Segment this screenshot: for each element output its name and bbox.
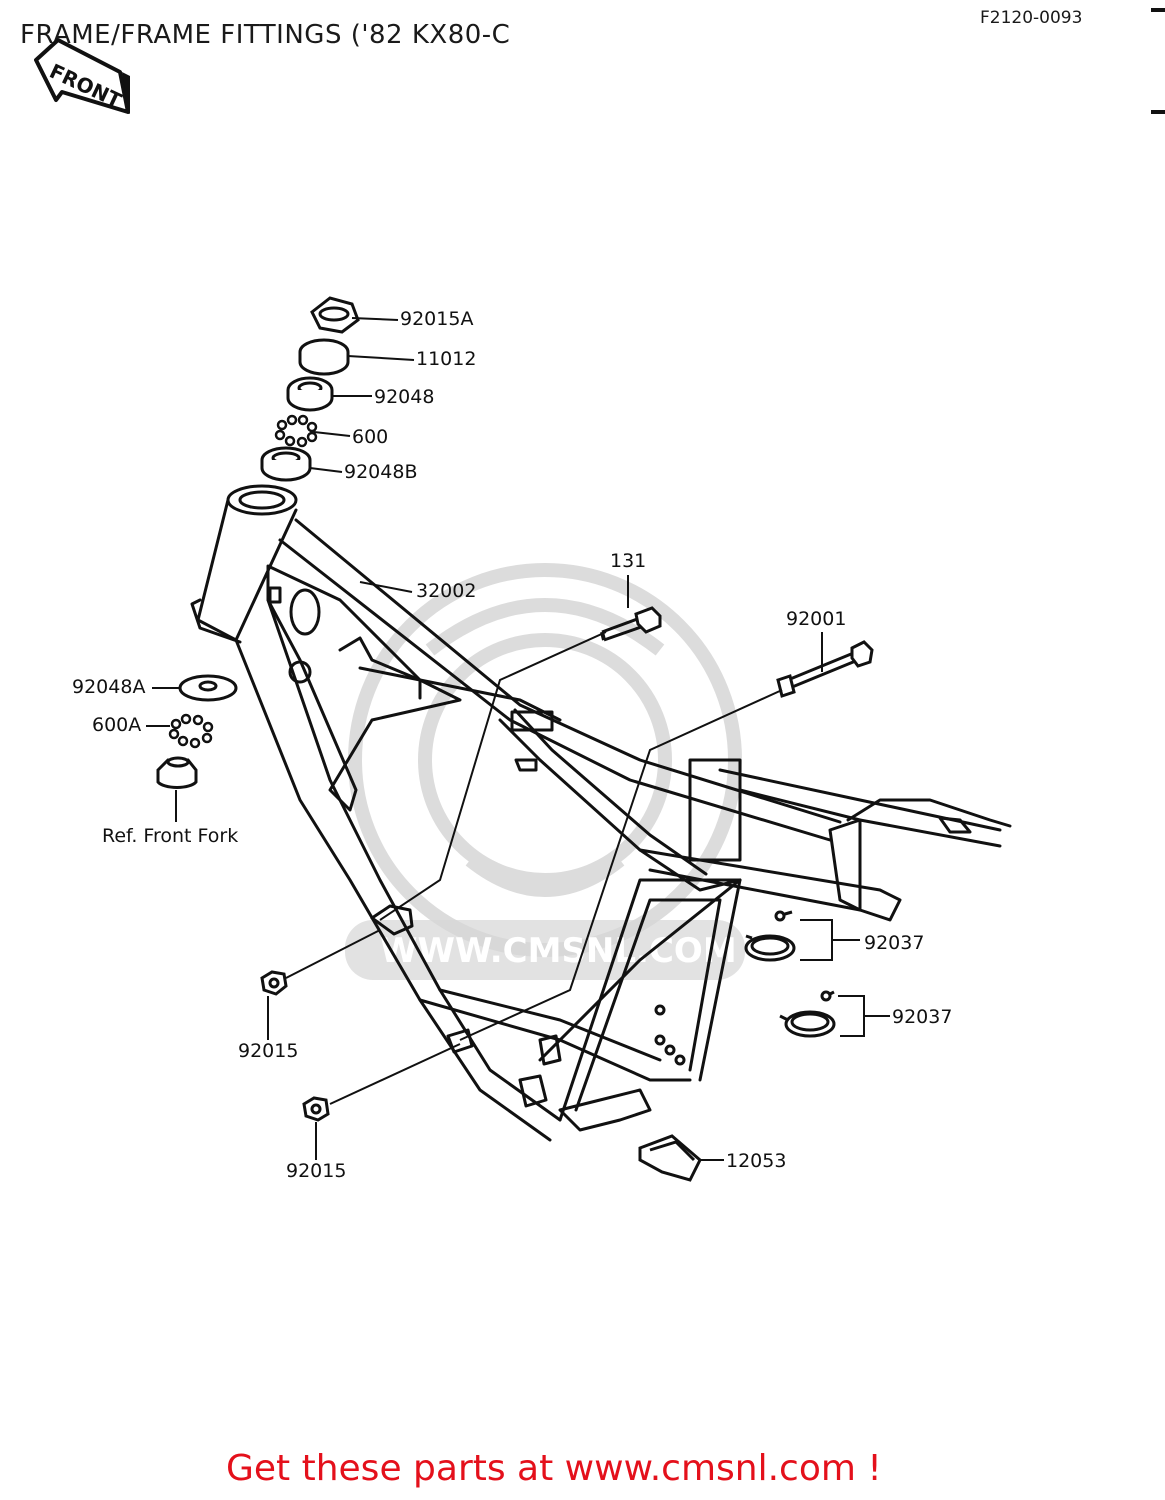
callout-600: 600 — [352, 426, 389, 448]
bearing-race-92048 — [286, 376, 334, 412]
cmsnl-parts-link[interactable]: Get these parts at www.cmsnl.com ! — [226, 1448, 882, 1489]
front-arrow-badge: FRONT — [34, 38, 130, 114]
nut-92015-left — [260, 970, 288, 996]
callout-92015-bottom: 92015 — [286, 1160, 347, 1182]
callout-131: 131 — [610, 550, 647, 572]
callout-92015-left: 92015 — [238, 1040, 299, 1062]
front-fork-stem-ref — [156, 756, 198, 790]
bearing-race-92048A — [178, 674, 238, 702]
watermark-text: WWW.CMSNL.COM — [380, 931, 737, 971]
callout-92048B: 92048B — [344, 461, 418, 483]
callout-12053: 12053 — [726, 1150, 787, 1172]
stem-cap-11012 — [298, 338, 350, 376]
edge-crop-mark — [1151, 110, 1165, 114]
callout-92037-upper: 92037 — [864, 932, 925, 954]
callout-11012: 11012 — [416, 348, 477, 370]
callout-32002: 32002 — [416, 580, 477, 602]
callout-92048A: 92048A — [72, 676, 146, 698]
callout-92015A: 92015A — [400, 308, 474, 330]
callout-600A: 600A — [92, 714, 142, 736]
watermark-band — [345, 920, 745, 980]
callout-92037-lower: 92037 — [892, 1006, 953, 1028]
steel-balls-600A — [168, 713, 214, 749]
leader-lines — [146, 317, 890, 1161]
clamp-92037-lower — [779, 990, 836, 1038]
clamp-92037-upper — [744, 910, 796, 962]
callout-92048: 92048 — [374, 386, 435, 408]
frame-32002 — [190, 484, 1012, 1142]
nut-92015-bottom — [302, 1096, 330, 1122]
steel-balls-600 — [274, 414, 318, 448]
watermark-logo — [348, 563, 742, 957]
steering-stem-nut-92015A — [310, 296, 360, 334]
callout-92001: 92001 — [786, 608, 847, 630]
guard-12053 — [638, 1134, 702, 1182]
page-title: FRAME/FRAME FITTINGS ('82 KX80-C — [20, 20, 511, 50]
ref-front-fork-label: Ref. Front Fork — [102, 825, 239, 847]
bolt-92001 — [776, 640, 874, 698]
drawing-code: F2120-0093 — [980, 8, 1083, 28]
edge-crop-mark — [1151, 8, 1165, 12]
bearing-race-92048B — [260, 446, 312, 482]
